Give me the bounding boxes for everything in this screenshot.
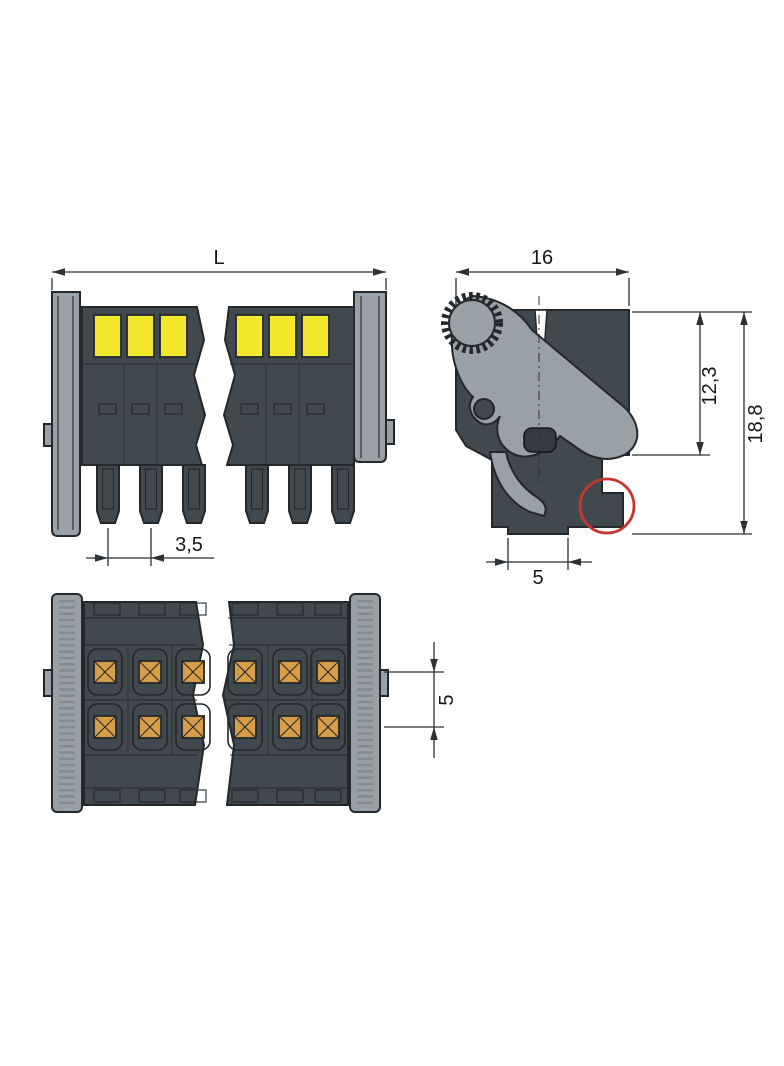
arrowhead	[95, 554, 108, 562]
push-button	[235, 314, 264, 358]
lever-tail	[488, 451, 547, 518]
test-slot	[98, 403, 117, 415]
lever-hub	[523, 427, 557, 453]
test-slot	[131, 403, 150, 415]
arrowhead	[151, 554, 164, 562]
lever-arm	[450, 294, 639, 460]
pin-leg	[288, 464, 312, 524]
push-buttons	[93, 314, 330, 358]
strain-relief-plate-left	[43, 291, 81, 537]
arrowhead	[52, 268, 65, 276]
dimension-height-inner: 12,3	[632, 311, 752, 456]
test-slot	[273, 403, 292, 415]
pin-leg	[182, 464, 206, 524]
push-button	[159, 314, 188, 358]
dim-label-width: 16	[531, 247, 553, 269]
push-button	[93, 314, 122, 358]
push-button	[126, 314, 155, 358]
dim-label-height-inner: 12,3	[699, 367, 721, 406]
dim-label-post-width: 5	[532, 567, 543, 589]
front-view: L	[43, 247, 395, 566]
housing-details	[82, 363, 354, 465]
pin-leg	[139, 464, 163, 524]
push-button	[268, 314, 297, 358]
dimension-width: 16	[455, 247, 630, 306]
side-view: 16 12,3	[441, 247, 767, 589]
test-slot	[240, 403, 259, 415]
operating-lever	[441, 292, 639, 460]
arrowhead	[430, 727, 438, 740]
arrowhead	[696, 442, 704, 455]
test-slot	[306, 403, 325, 415]
lever-hole	[473, 398, 495, 420]
test-slot	[164, 403, 183, 415]
pin-leg	[96, 464, 120, 524]
dim-label-height-total: 18,8	[745, 405, 767, 444]
housing-bottom-details	[84, 602, 348, 803]
arrowhead	[616, 268, 629, 276]
arrowhead	[373, 268, 386, 276]
thumb-wheel	[441, 292, 503, 354]
dim-label-pitch: 3,5	[175, 534, 203, 556]
strain-relief-plate-left-bottom	[43, 593, 83, 813]
arrowhead	[568, 558, 581, 566]
detail-highlight-circle	[578, 477, 636, 535]
bottom-view: 5	[43, 593, 458, 813]
arrowhead	[430, 659, 438, 672]
push-button	[301, 314, 330, 358]
dim-label-row-pitch: 5	[436, 694, 458, 705]
arrowhead	[696, 312, 704, 325]
pin-legs	[96, 464, 355, 524]
dimension-height-total: 18,8	[632, 312, 767, 535]
arrowhead	[456, 268, 469, 276]
pin-leg	[331, 464, 355, 524]
dimension-overall-length: L	[51, 247, 387, 290]
dim-label-length: L	[213, 247, 224, 269]
pin-leg	[245, 464, 269, 524]
arrowhead	[740, 521, 748, 534]
strain-relief-plate-right-bottom	[349, 593, 389, 813]
dimension-row-pitch: 5	[384, 642, 458, 758]
dimension-post-width: 5	[486, 538, 592, 589]
arrowhead	[495, 558, 508, 566]
arrowhead	[740, 312, 748, 325]
strain-relief-plate-right	[353, 291, 395, 463]
dimension-pole-pitch: 3,5	[86, 528, 214, 566]
